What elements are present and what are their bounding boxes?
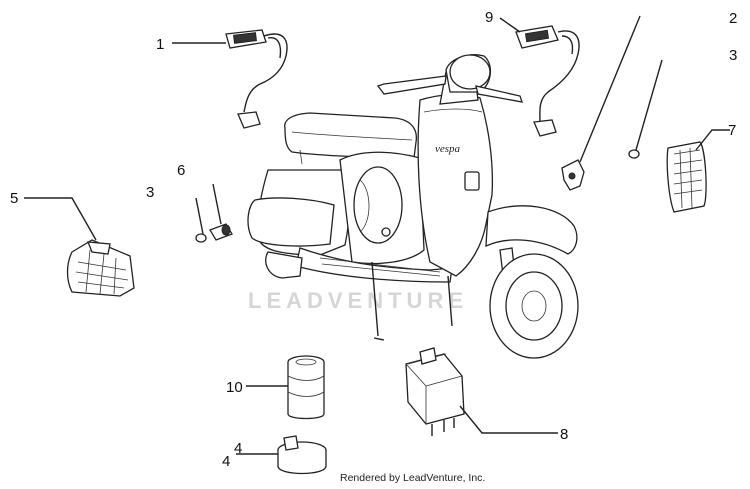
watermark-text: LEADVENTURE [248, 288, 468, 313]
part-3-nut-left [195, 233, 207, 243]
part-10-grommet [287, 355, 325, 420]
callout-5: 5 [10, 190, 18, 207]
scooter-illustration: vespa [247, 54, 579, 359]
callout-6: 6 [177, 162, 185, 179]
callout-4-lower: 4 [222, 453, 230, 470]
callout-8: 8 [560, 426, 568, 443]
part-2-bracket [561, 159, 585, 191]
part-4-clamp [277, 435, 327, 475]
callout-3-left: 3 [146, 184, 154, 201]
callout-3-right: 3 [729, 47, 737, 64]
callout-9: 9 [485, 9, 493, 26]
callout-1: 1 [156, 36, 164, 53]
callout-2: 2 [729, 10, 737, 27]
part-7-lens-right [666, 141, 707, 213]
part-3-nut-right [628, 149, 640, 159]
part-1-switch [225, 29, 288, 129]
callout-4-upper: 4 [234, 440, 242, 457]
vespa-badge: vespa [435, 143, 461, 155]
callout-10: 10 [226, 379, 243, 396]
credit-text: Rendered by LeadVenture, Inc. [340, 472, 485, 484]
part-8-relay [405, 347, 465, 436]
part-5-lens-left [66, 239, 135, 297]
part-9-switch [515, 25, 580, 137]
part-6-bulb [209, 223, 233, 241]
callout-7: 7 [728, 122, 736, 139]
